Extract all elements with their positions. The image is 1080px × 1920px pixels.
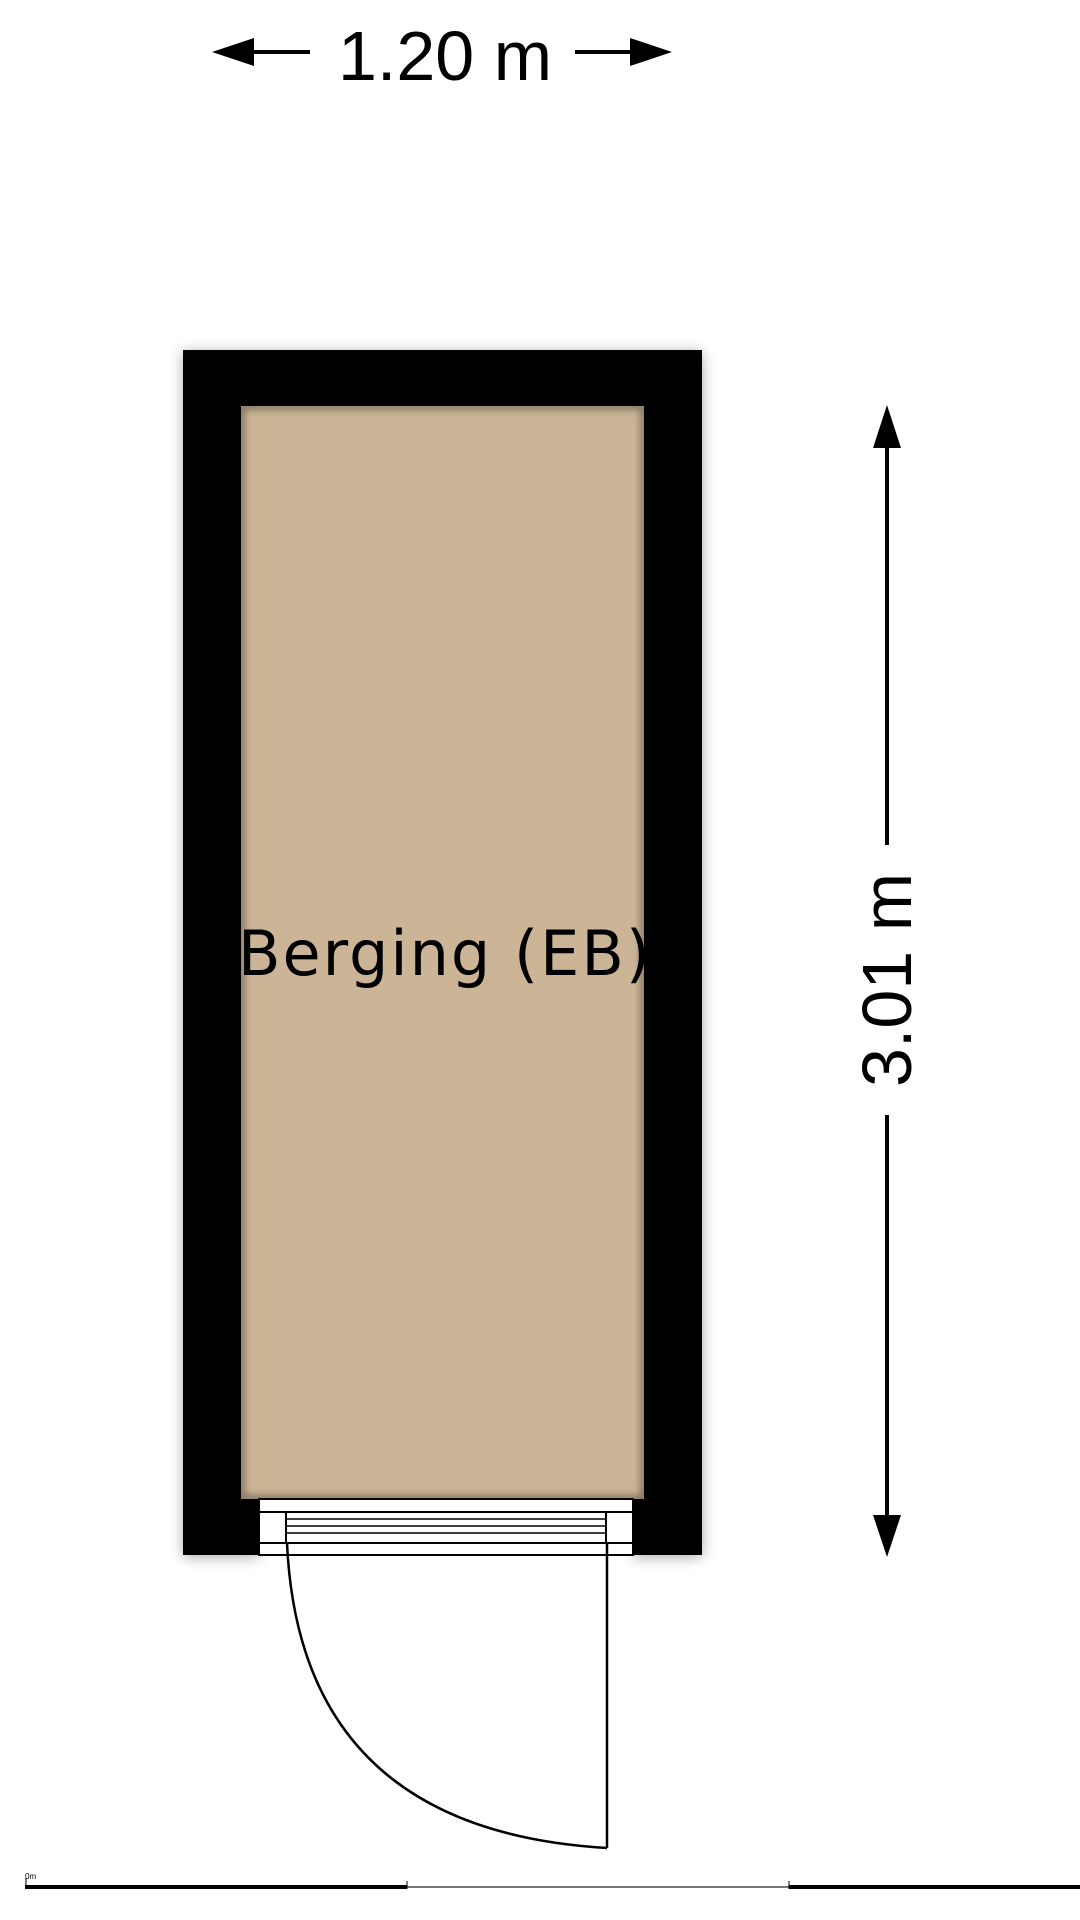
wall-top [183, 350, 702, 408]
door-threshold [258, 1498, 634, 1556]
height-label: 3.01 m [848, 873, 926, 1087]
arrow-left-icon [212, 38, 254, 66]
wall-right [644, 350, 702, 1555]
room-floor [241, 406, 644, 1499]
arrow-right-icon [630, 38, 672, 66]
width-label: 1.20 m [338, 17, 552, 95]
arrow-up-icon [873, 405, 901, 448]
height-dimension: 3.01 m [848, 405, 926, 1557]
arrow-down-icon [873, 1515, 901, 1557]
wall-bottom-right [633, 1498, 702, 1555]
scale-bar-start-label: 0m [25, 1872, 36, 1881]
width-dimension: 1.20 m [212, 17, 672, 95]
scale-bar: 0m [25, 1872, 1080, 1889]
door-swing-arc [285, 1542, 608, 1850]
wall-bottom-left [183, 1498, 259, 1555]
room-berging: Berging (EB) [238, 403, 652, 1502]
door [258, 1498, 634, 1850]
wall-left [183, 350, 241, 1555]
walls [183, 350, 702, 1555]
room-label: Berging (EB) [238, 917, 652, 990]
